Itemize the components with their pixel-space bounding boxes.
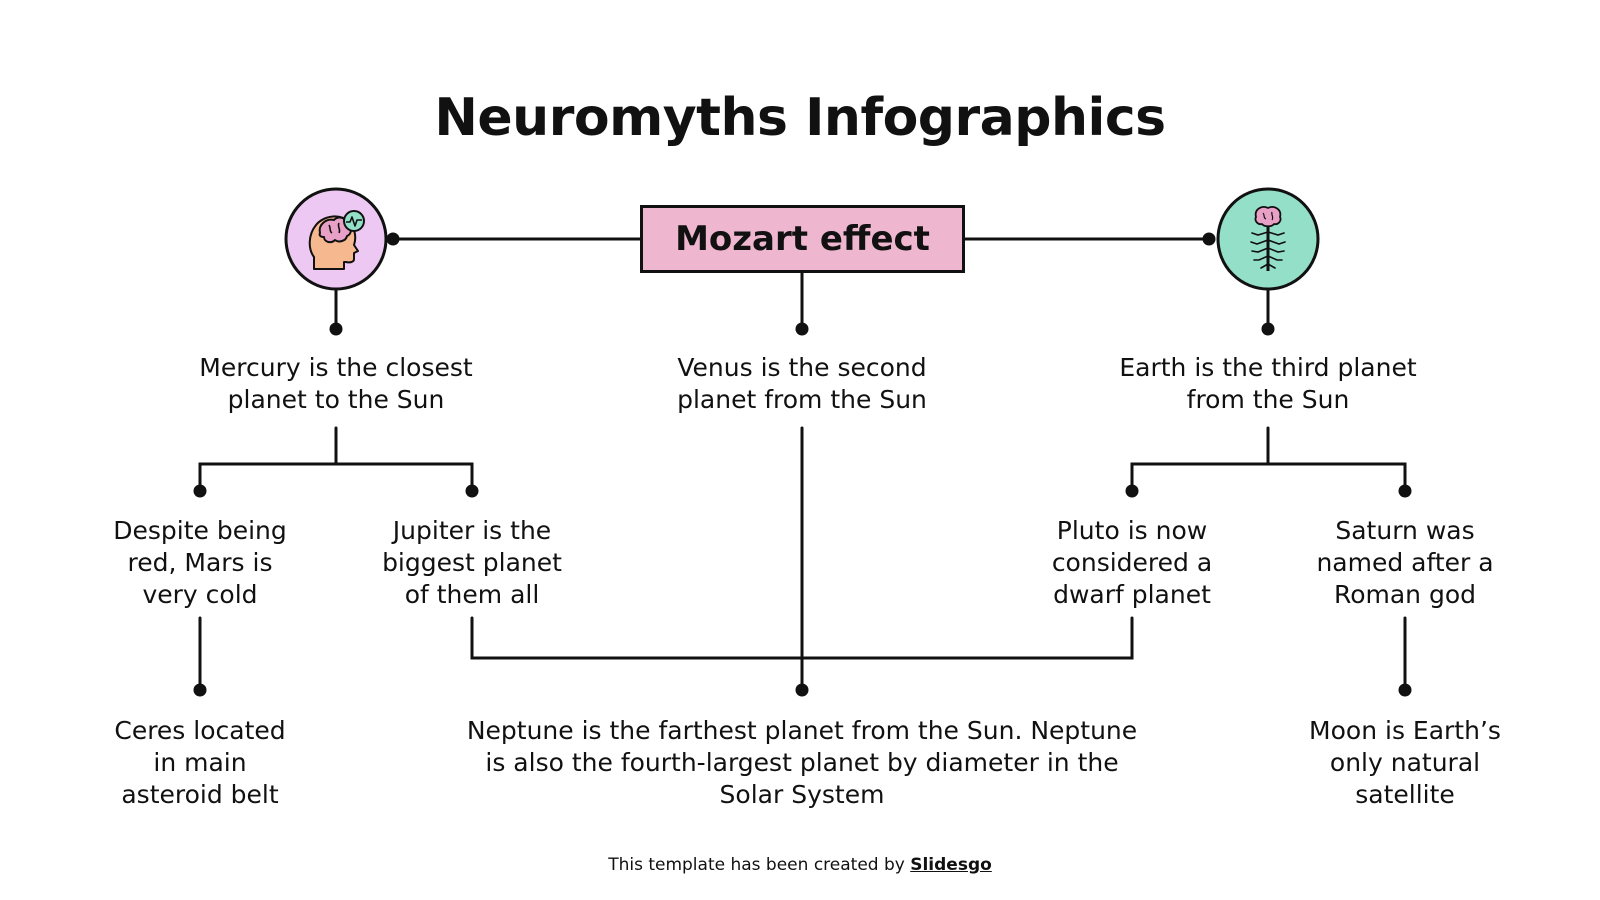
connector-jupiter-pluto-bracket [470,616,1134,660]
dot-neptune [795,683,809,697]
footer-prefix: This template has been created by [608,855,905,875]
node-ceres: Ceres located in main asteroid belt [114,716,286,809]
head-brain-icon [284,187,388,291]
dot-mars [193,484,207,498]
dot-left-top [386,232,400,246]
node-mercury: Mercury is the closest planet to the Sun [199,353,473,414]
dot-moon [1398,683,1412,697]
node-venus: Venus is the second planet from the Sun [677,353,927,414]
node-jupiter: Jupiter is the biggest planet of them al… [382,516,562,609]
node-saturn: Saturn was named after a Roman god [1316,516,1494,609]
connector-mars-jupiter [198,462,474,493]
dot-earth [1261,322,1275,336]
dot-pluto [1125,484,1139,498]
center-box: Mozart effect [640,205,965,273]
brain-spine-icon [1216,187,1320,291]
dot-jupiter [465,484,479,498]
node-moon: Moon is Earth’s only natural satellite [1309,716,1501,809]
connector-pluto-saturn [1130,462,1407,493]
node-pluto: Pluto is now considered a dwarf planet [1051,516,1213,609]
footer-brand-link[interactable]: Slidesgo [910,855,992,875]
footer-credit: This template has been created by Slides… [0,854,1600,876]
node-earth: Earth is the third planet from the Sun [1119,353,1417,414]
dot-saturn [1398,484,1412,498]
node-neptune: Neptune is the farthest planet from the … [466,716,1138,809]
node-mars: Despite being red, Mars is very cold [113,516,287,609]
dot-mercury [329,322,343,336]
dot-right-top [1202,232,1216,246]
page-title: Neuromyths Infographics [434,88,1166,148]
dot-venus [795,322,809,336]
center-label: Mozart effect [675,219,930,259]
dot-ceres [193,683,207,697]
